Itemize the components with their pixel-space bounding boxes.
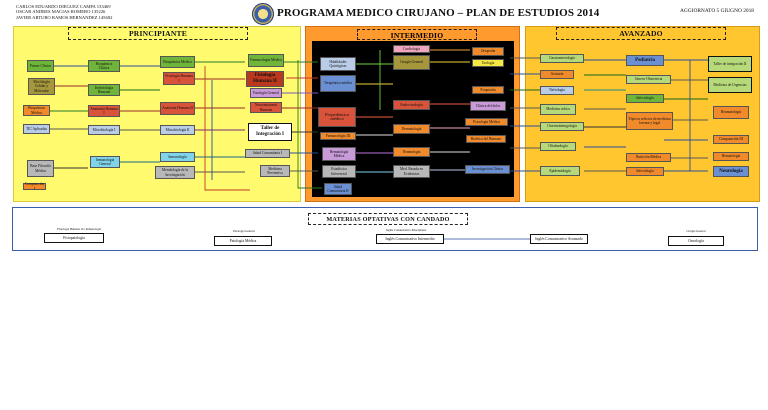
- optativa-box[interactable]: Patología Médica: [214, 236, 272, 246]
- update-date: AGGIORNATO 5 GIUGNO 2018: [679, 8, 754, 14]
- optativa-requirement: Fisiología Humana II e Inmunología: [57, 227, 101, 231]
- course-box[interactable]: Hematología Médica: [322, 147, 356, 161]
- course-box[interactable]: Bioquímica Médica: [160, 56, 195, 68]
- optativa-box[interactable]: Oncología: [668, 236, 724, 246]
- course-box[interactable]: Taller de integración II: [708, 56, 752, 72]
- course-box[interactable]: Primer Clínico: [27, 60, 54, 72]
- course-box[interactable]: Psicología Médica: [465, 118, 508, 126]
- author-line: JAVIER ARTURO RAMOS HERNANDEZ 145682: [16, 14, 113, 20]
- course-box[interactable]: Salud Comunitaria I: [245, 149, 290, 158]
- course-box[interactable]: Gineco-Obstetricia: [626, 75, 671, 84]
- course-box[interactable]: Neumología: [393, 147, 430, 157]
- course-box[interactable]: Metodología de la Investigación: [155, 166, 195, 179]
- course-box[interactable]: Infectología: [626, 167, 664, 176]
- course-box[interactable]: Bioquímica Clínica: [88, 60, 120, 72]
- course-box[interactable]: Propedéutica médica: [318, 107, 356, 127]
- course-box[interactable]: Anatomía Humana II: [160, 102, 195, 115]
- optativa-requirement: Patología General: [233, 229, 255, 233]
- course-box[interactable]: Tópicos selectos de medicina forense y l…: [626, 112, 673, 130]
- optativas-heading: MATERIAS OPTATIVAS CON CANDADO: [308, 213, 468, 225]
- course-box[interactable]: Computación III: [713, 135, 749, 144]
- optativa-requirement: Inglés Comunicativo Principiante: [385, 228, 427, 232]
- optativa-box[interactable]: Inglés Comunicativo Avanzado: [530, 234, 588, 244]
- course-box[interactable]: Habilidades Quirúrgicas: [320, 57, 356, 71]
- page-title: PROGRAMA MEDICO CIRUJANO – PLAN DE ESTUD…: [277, 7, 600, 19]
- course-box[interactable]: Estadística Inferencial: [322, 165, 356, 178]
- course-box[interactable]: Neurología: [713, 166, 749, 177]
- course-box[interactable]: Hematología: [713, 152, 749, 161]
- course-box[interactable]: Fisiología Humana I: [163, 72, 195, 85]
- course-box[interactable]: Nefrología: [540, 86, 574, 95]
- course-box[interactable]: Salud Comunitaria II: [324, 183, 352, 195]
- course-box[interactable]: Anatomía Humana I: [88, 105, 120, 117]
- course-box[interactable]: Ortopedia: [472, 47, 504, 56]
- course-box[interactable]: Microbiología II: [160, 125, 195, 135]
- course-box[interactable]: Oftalmología: [540, 142, 576, 151]
- course-box[interactable]: Investigación Clínica: [465, 165, 510, 174]
- intermedio-heading: INTERMEDIO: [357, 29, 477, 40]
- course-box[interactable]: Epidemiología: [540, 166, 580, 176]
- course-box[interactable]: Base Filosofía Médica: [27, 160, 54, 177]
- university-seal-icon: [252, 3, 274, 25]
- author-line: CARLOS EDUARDO DIEGUEZ CAMPA 133469: [16, 4, 111, 9]
- course-box[interactable]: Psiquiatría: [472, 86, 504, 94]
- course-box[interactable]: Terapéutica médica: [320, 75, 356, 92]
- course-box[interactable]: Geriatría: [540, 70, 574, 79]
- course-box[interactable]: Cirugía General: [393, 55, 430, 70]
- course-box[interactable]: Endocrinología: [393, 100, 430, 110]
- course-box[interactable]: Neuroanatomía Humana: [250, 102, 282, 113]
- course-box[interactable]: Inmunología: [160, 152, 195, 162]
- course-box[interactable]: TIC Aplicadas: [23, 124, 50, 134]
- author-line: OSCAR ANDRES MACIAS ROMERO 135226: [16, 9, 106, 15]
- course-box[interactable]: Medicina Preventiva: [260, 165, 290, 177]
- course-box[interactable]: Gastroenterología: [540, 54, 584, 63]
- course-box[interactable]: Infectología: [626, 94, 664, 103]
- course-box[interactable]: Dermatología: [393, 124, 430, 134]
- course-box[interactable]: Farmacología Médica: [248, 54, 284, 67]
- course-box[interactable]: Patología General: [250, 88, 282, 98]
- optativa-box[interactable]: Fisiopatología: [44, 233, 104, 243]
- optativa-box[interactable]: Inglés Comunicativo Intermedio: [376, 234, 444, 244]
- course-box[interactable]: Computación I: [23, 182, 46, 191]
- course-box[interactable]: Fisiología Humana II: [246, 71, 284, 87]
- course-box[interactable]: Pediatría: [626, 55, 664, 66]
- course-box[interactable]: Reumatología: [713, 106, 749, 119]
- course-box[interactable]: Cardiología: [393, 45, 430, 53]
- course-box[interactable]: Medicina de Urgencias: [708, 77, 752, 93]
- course-box[interactable]: Farmacología III: [320, 132, 356, 140]
- course-box[interactable]: Urología: [472, 59, 504, 67]
- optativa-requirement: Cirugía General: [686, 229, 706, 233]
- course-box[interactable]: Bioética del Humano: [466, 135, 506, 143]
- course-box[interactable]: Clínica del dolor: [470, 101, 506, 111]
- authors-block: CARLOS EDUARDO DIEGUEZ CAMPA 133469 OSCA…: [16, 4, 112, 20]
- course-box[interactable]: Med. Basada en Evidencias: [393, 165, 430, 178]
- principiante-heading: PRINCIPIANTE: [68, 27, 248, 40]
- course-box[interactable]: Taller de Integración I: [248, 123, 292, 141]
- course-box[interactable]: Microbiología I: [88, 125, 120, 135]
- course-box[interactable]: Embriología Humana: [88, 84, 120, 96]
- course-box[interactable]: Inmunología General: [90, 156, 120, 168]
- course-box[interactable]: Medicina crítica: [540, 104, 576, 115]
- course-box[interactable]: Bioquímica Médica: [23, 105, 50, 116]
- course-box[interactable]: Nutrición Médica: [626, 153, 671, 162]
- course-box[interactable]: Morfología Celular y Molecular: [28, 78, 55, 95]
- course-box[interactable]: Otorrinolaringología: [540, 122, 584, 131]
- avanzado-heading: AVANZADO: [556, 27, 726, 40]
